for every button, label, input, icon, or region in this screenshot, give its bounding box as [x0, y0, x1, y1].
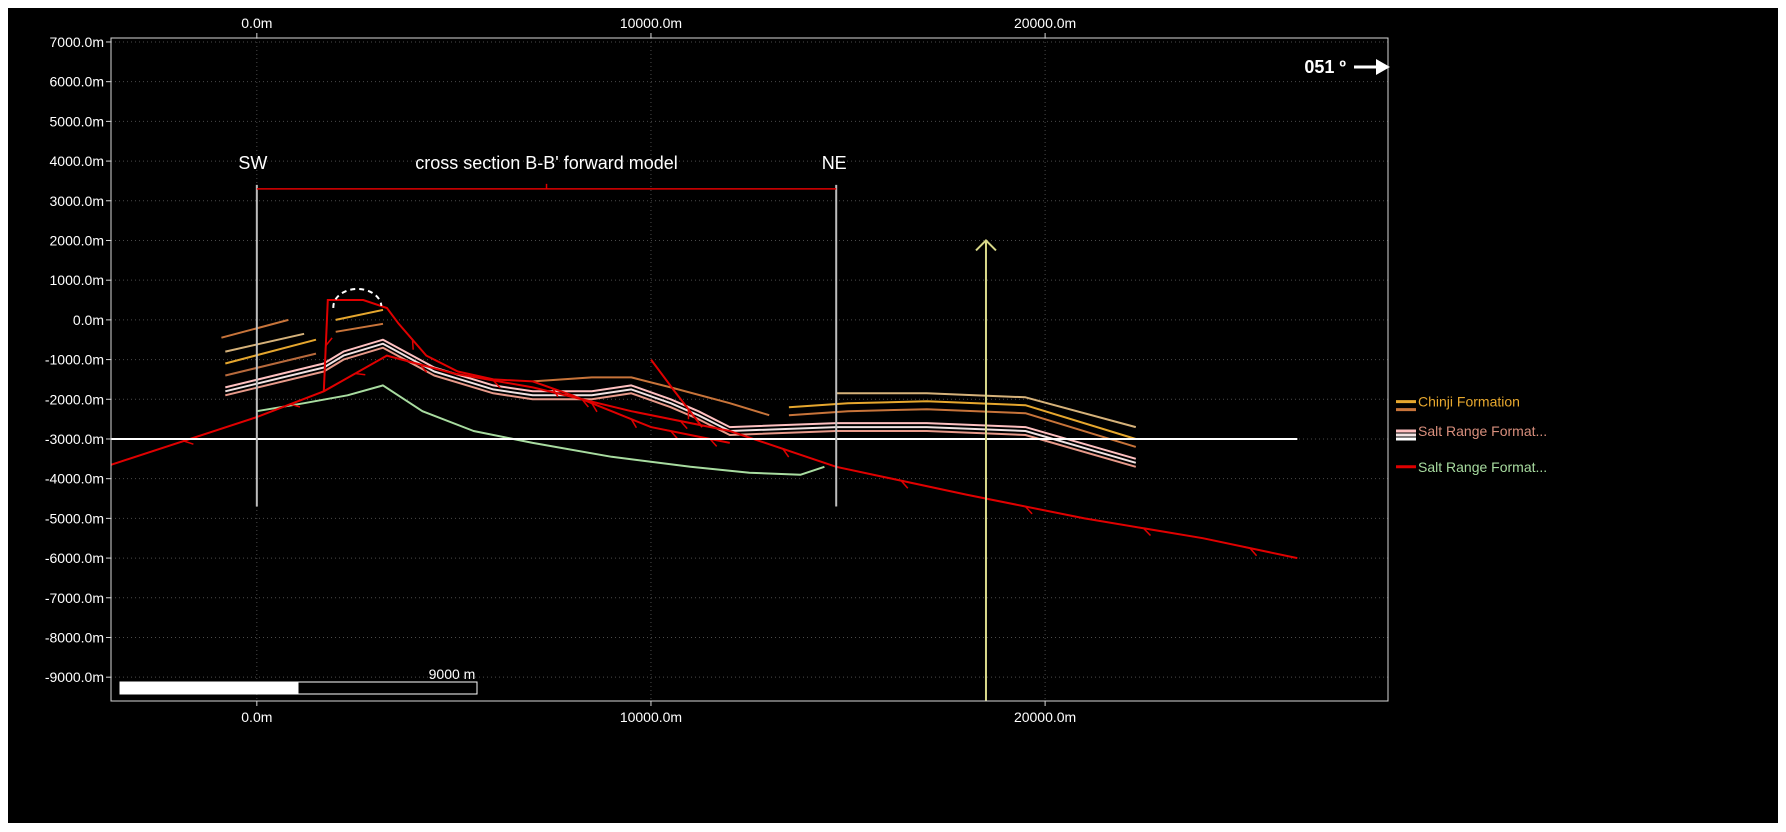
x-tick-label-top: 0.0m [241, 15, 272, 31]
legend-label: Chinji Formation [1418, 394, 1520, 410]
y-tick-label: -9000.0m [45, 669, 104, 685]
horizon-line-0 [335, 308, 384, 321]
orientation-indicator: 051 º [1304, 57, 1390, 77]
scale-bar-label: 9000 m [429, 666, 476, 682]
fault-barb [777, 446, 790, 458]
x-tick-label-bottom: 20000.0m [1014, 709, 1076, 725]
horizon-line-3 [225, 352, 317, 377]
fault-barb [349, 372, 366, 378]
fault-barb [625, 416, 638, 429]
scale-bar: 9000 m [119, 666, 478, 695]
y-tick-label: -1000.0m [45, 352, 104, 368]
y-tick-label: 3000.0m [50, 193, 104, 209]
horizon-line-0 [225, 338, 317, 365]
fault-barb [664, 429, 678, 439]
fault-barb [324, 337, 333, 352]
fault-barb [684, 404, 690, 420]
y-tick-label: 0.0m [73, 312, 104, 328]
arrow-right-icon [1354, 59, 1390, 75]
tick-labels: 7000.0m 6000.0m 5000.0m 4000.0m 3000.0m 2000.… [45, 15, 1076, 725]
x-tick-label-bottom: 0.0m [241, 709, 272, 725]
y-tick-label: 7000.0m [50, 34, 104, 50]
orientation-arrow-head [1376, 59, 1390, 75]
horizon-line-2 [225, 332, 305, 353]
horizon-line-5 [225, 342, 1137, 464]
x-tick-label-top: 10000.0m [620, 15, 682, 31]
y-tick-label: 5000.0m [50, 113, 104, 129]
y-tick-label: 6000.0m [50, 74, 104, 90]
fault-barb [408, 334, 414, 350]
plot-frame [110, 37, 1389, 702]
fault-barb [674, 419, 688, 430]
horizon-line-2 [836, 392, 1137, 429]
arrow-up-icon [975, 239, 997, 252]
horizon-line-6 [225, 346, 1137, 468]
chart-canvas: 7000.0m 6000.0m 5000.0m 4000.0m 3000.0m 2000.… [8, 8, 1778, 823]
y-tick-label: 4000.0m [50, 153, 104, 169]
horizon-line-1 [335, 322, 384, 333]
fault-line-2 [650, 359, 703, 428]
x-tick-label-bottom: 10000.0m [620, 709, 682, 725]
y-tick-label: -2000.0m [45, 391, 104, 407]
overlays [111, 183, 1298, 701]
horizon-line-7 [256, 384, 825, 476]
y-tick-label: 2000.0m [50, 232, 104, 248]
scale-bar-filled-half [120, 682, 299, 694]
horizon-line-1 [788, 408, 1137, 448]
y-tick-label: -3000.0m [45, 431, 104, 447]
fault-barb [586, 400, 598, 413]
fault-barb [177, 440, 194, 445]
horizon-line-1 [532, 376, 770, 417]
cross-section-chart: 7000.0m 6000.0m 5000.0m 4000.0m 3000.0m 2000.… [8, 8, 1778, 823]
y-tick-label: -6000.0m [45, 550, 104, 566]
horizon-line-1 [221, 318, 289, 339]
section-title: cross section B-B' forward model [415, 153, 678, 173]
section-right-label: NE [822, 153, 847, 173]
orientation-label: 051 º [1304, 57, 1346, 77]
eroded-fold-arc [332, 287, 383, 309]
y-tick-label: 1000.0m [50, 272, 104, 288]
fault-barb [1244, 546, 1258, 557]
y-tick-label: -7000.0m [45, 590, 104, 606]
fault-barb [895, 478, 909, 489]
y-tick-label: -5000.0m [45, 510, 104, 526]
fault-barb [546, 385, 559, 398]
plot-lines [221, 308, 1137, 476]
legend-label: Salt Range Format... [1418, 423, 1547, 439]
fault-barb [284, 403, 301, 408]
faults [110, 299, 1298, 560]
section-left-label: SW [238, 153, 267, 173]
fault-line-1 [322, 299, 730, 444]
legend-label: Salt Range Format... [1418, 459, 1547, 475]
fault-barb [414, 362, 428, 373]
x-tick-label-top: 20000.0m [1014, 15, 1076, 31]
fault-barb [1137, 526, 1152, 537]
y-tick-label: -8000.0m [45, 629, 104, 645]
horizon-line-0 [788, 400, 1137, 440]
fault-barb [1019, 504, 1033, 515]
horizon-line-4 [225, 338, 1137, 460]
y-tick-label: -4000.0m [45, 471, 104, 487]
